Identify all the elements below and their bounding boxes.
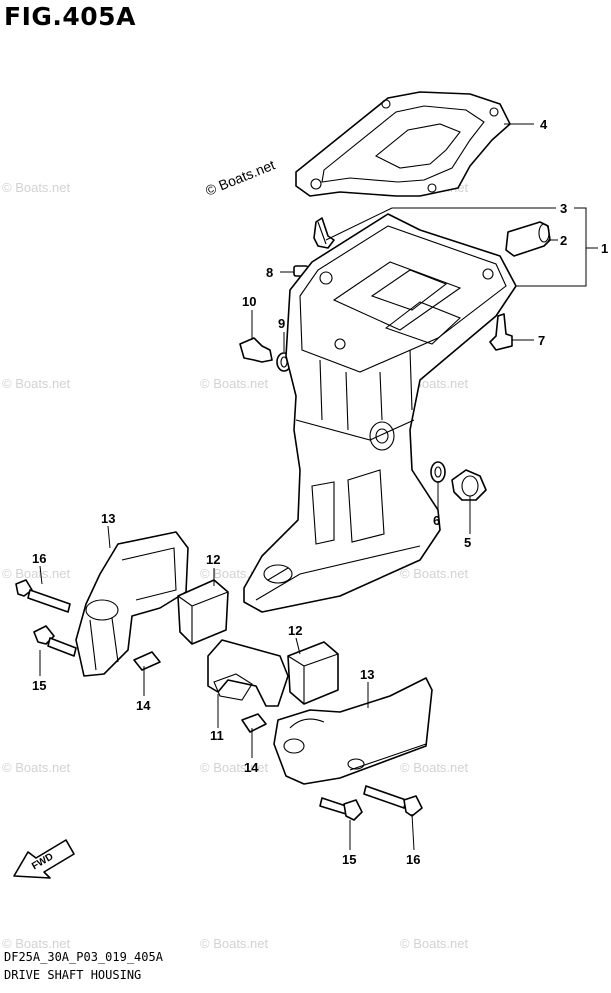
figure-code: DF25A_30A_P03_019_405A [4, 950, 163, 964]
watermark: © Boats.net [200, 936, 269, 951]
callout-5: 5 [464, 535, 471, 550]
watermark: © Boats.net [2, 936, 71, 951]
figure-name: DRIVE SHAFT HOUSING [4, 968, 142, 982]
watermark-main: © Boats.net [203, 156, 277, 198]
callout-12-lower: 12 [288, 623, 302, 638]
part-bolt-16-upper [15, 579, 71, 613]
callout-13-lower: 13 [360, 667, 374, 682]
callout-15-upper: 15 [32, 678, 46, 693]
part-clamp-bracket-lower [273, 677, 433, 785]
watermark: © Boats.net [200, 760, 269, 775]
part-bolt-15-lower [319, 797, 363, 821]
callout-14-lower: 14 [244, 760, 259, 775]
part-gasket [295, 91, 511, 197]
part-plug-5 [451, 469, 487, 501]
part-rubber-mount-lower [287, 641, 339, 705]
part-bolt-7 [489, 313, 513, 351]
part-bolt-10 [239, 337, 273, 363]
part-washer-6 [430, 461, 446, 483]
callout-16-upper: 16 [32, 551, 46, 566]
part-bolt-15-upper [33, 625, 77, 657]
part-grommet [313, 217, 335, 249]
part-bolt-16-lower [363, 785, 423, 817]
watermark: © Boats.net [2, 180, 71, 195]
callout-4: 4 [540, 117, 548, 132]
part-pin-14-lower [241, 713, 267, 733]
leader-lines [39, 123, 598, 851]
figure-title: FIG.405A [4, 2, 136, 31]
callout-2: 2 [560, 233, 567, 248]
callout-8: 8 [266, 265, 273, 280]
callout-9: 9 [278, 316, 285, 331]
callout-6: 6 [433, 513, 440, 528]
callout-7: 7 [538, 333, 545, 348]
watermark: © Boats.net [400, 936, 469, 951]
watermark: © Boats.net [200, 376, 269, 391]
callout-1: 1 [601, 241, 608, 256]
part-mount-bracket [207, 639, 289, 707]
watermark: © Boats.net [2, 566, 71, 581]
callouts: 4 3 2 1 8 10 9 7 6 5 13 16 12 15 14 12 1… [32, 117, 608, 867]
callout-13-upper: 13 [101, 511, 115, 526]
part-drive-shaft-housing [243, 213, 517, 613]
watermark: © Boats.net [2, 376, 71, 391]
fwd-arrow: FWD [13, 839, 75, 879]
watermark: © Boats.net [2, 760, 71, 775]
callout-3: 3 [560, 201, 567, 216]
callout-12-upper: 12 [206, 552, 220, 567]
callout-11: 11 [210, 728, 224, 743]
watermark: © Boats.net [400, 566, 469, 581]
callout-15-lower: 15 [342, 852, 356, 867]
part-clamp-bracket-upper [75, 531, 189, 677]
part-plug [505, 221, 551, 257]
callout-16-lower: 16 [406, 852, 420, 867]
part-pin-14-upper [133, 651, 161, 671]
callout-10: 10 [242, 294, 256, 309]
callout-14-upper: 14 [136, 698, 151, 713]
watermark: © Boats.net [400, 760, 469, 775]
